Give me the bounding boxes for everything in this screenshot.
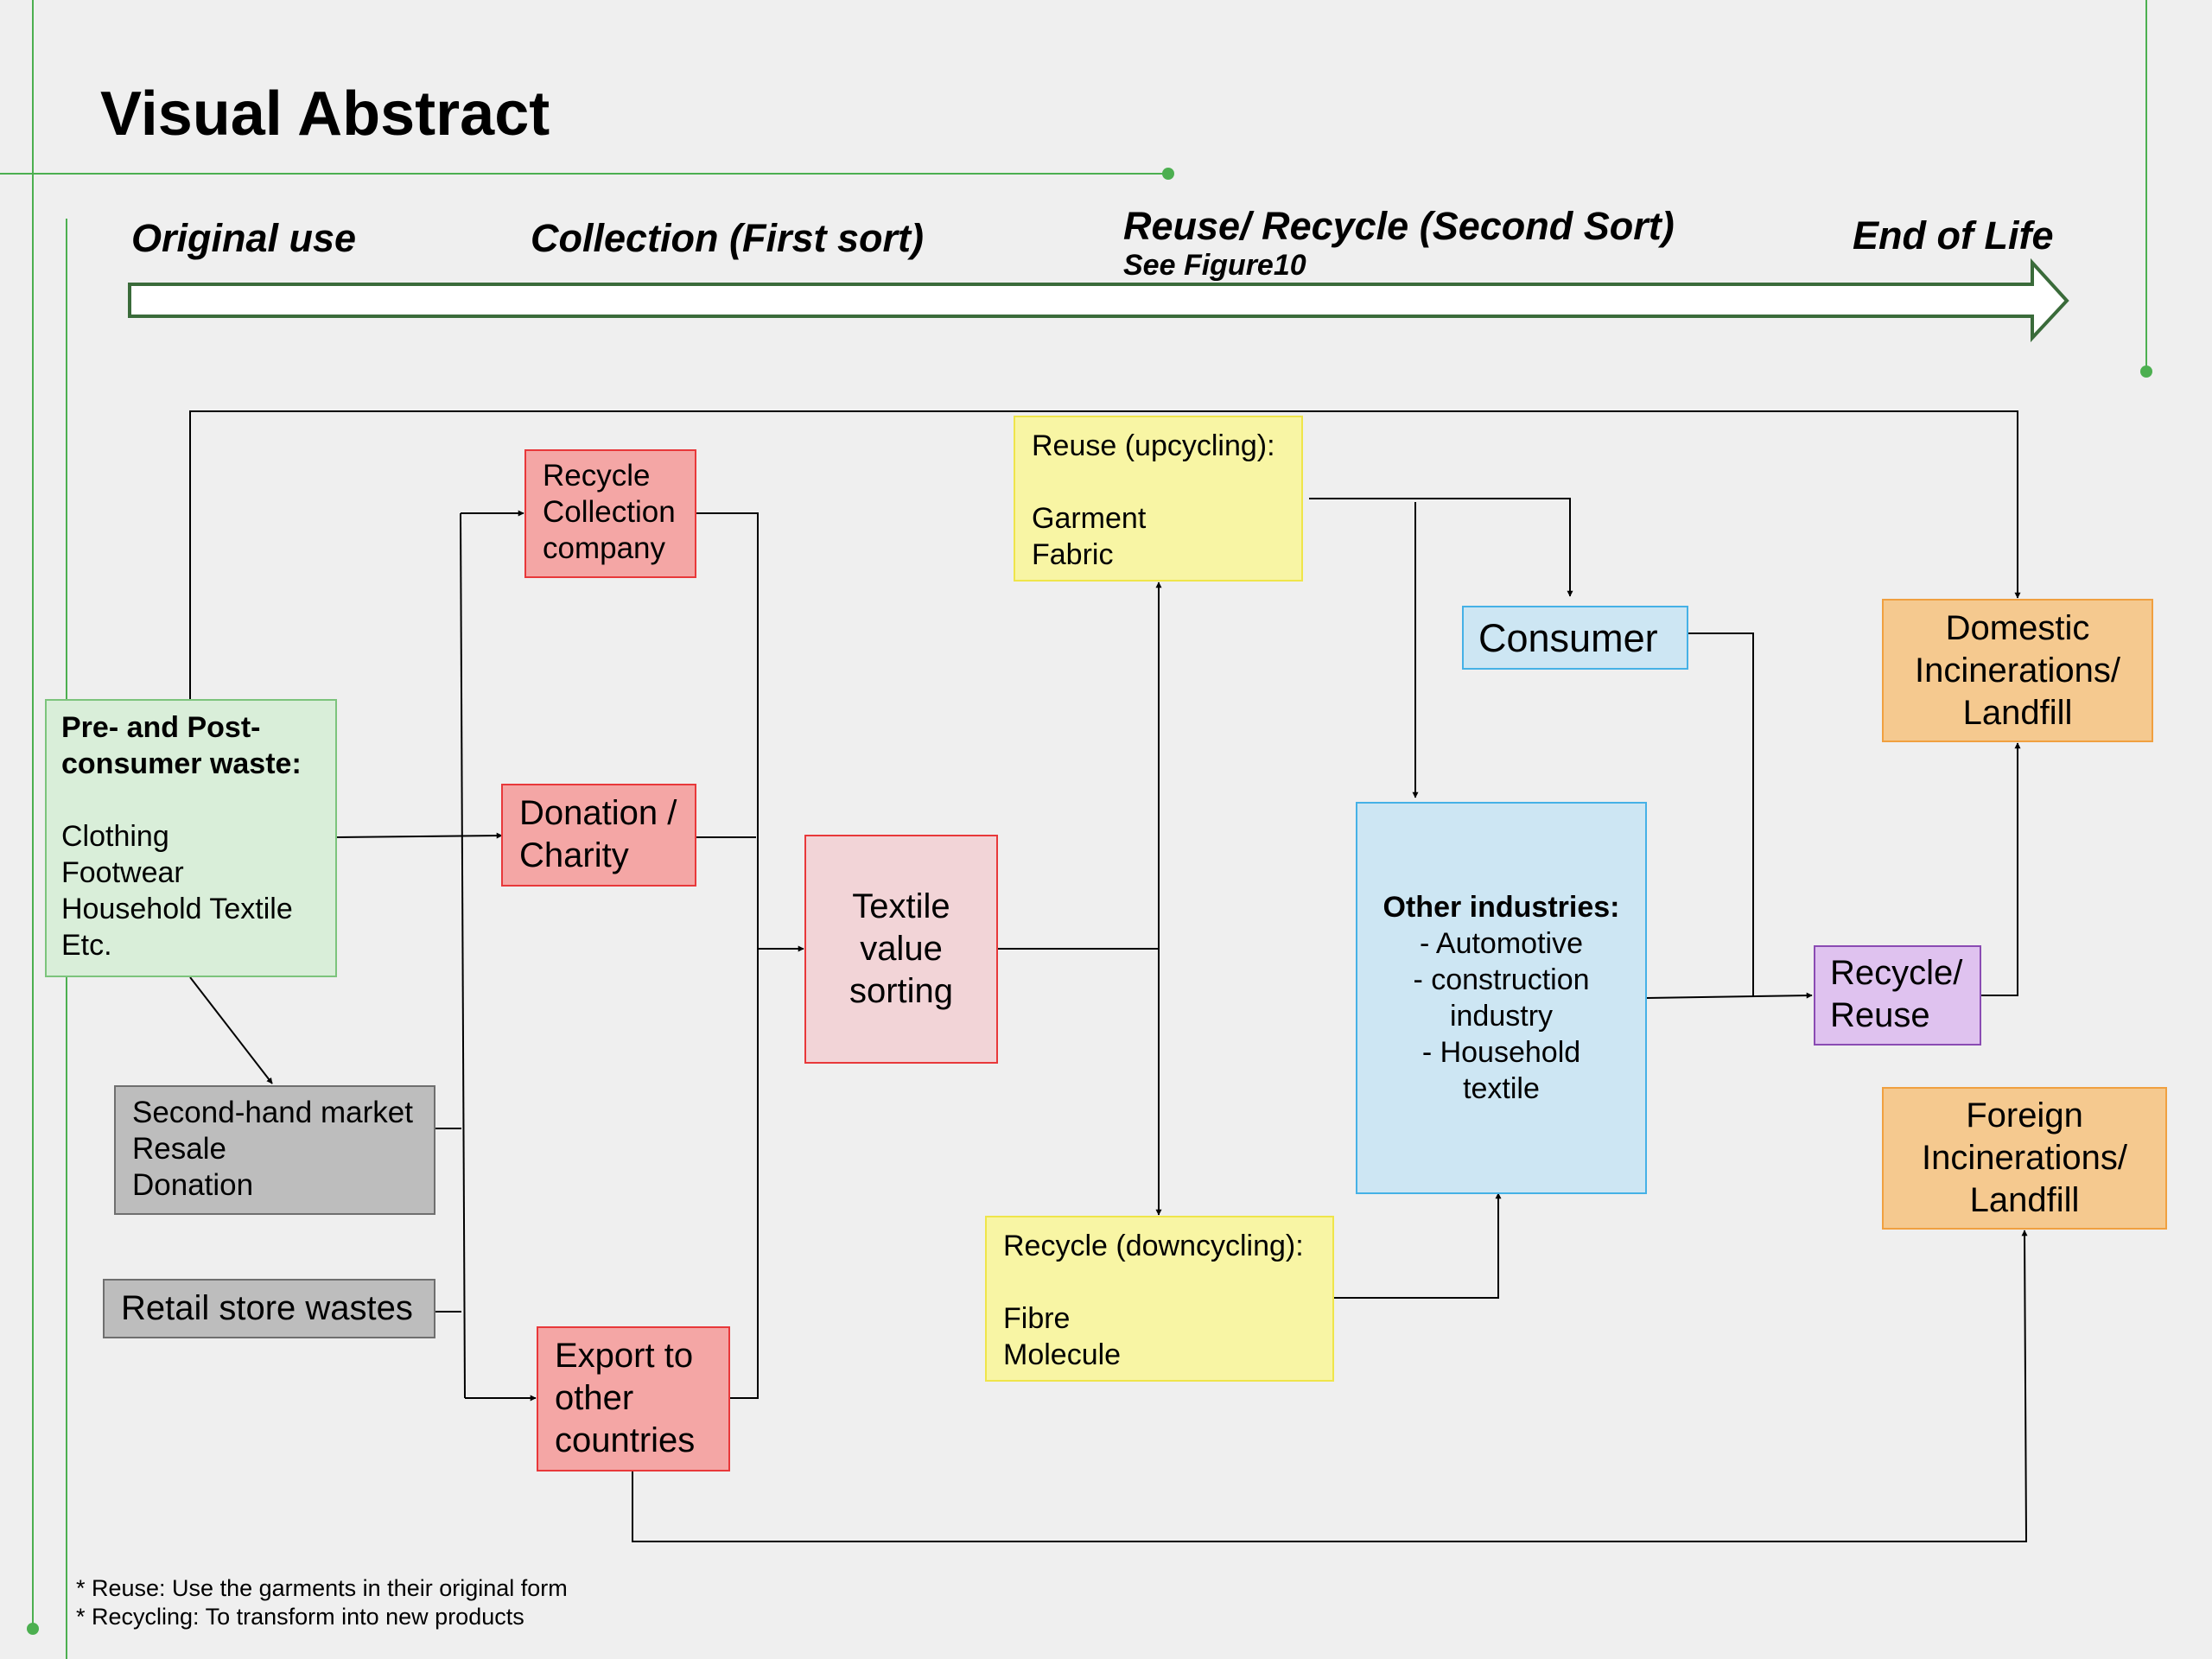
foreign-line-1: Foreign bbox=[1966, 1096, 2083, 1135]
domestic-line-2: Incinerations/ bbox=[1915, 651, 2120, 690]
industries-line-2: - construction bbox=[1413, 963, 1590, 996]
node-recycle-collection-company: Recycle Collection company bbox=[524, 449, 696, 578]
industries-line-1: - Automotive bbox=[1420, 927, 1583, 960]
node-domestic-incinerations-landfill: Domestic Incinerations/ Landfill bbox=[1882, 599, 2153, 742]
node-retail-store-wastes: Retail store wastes bbox=[103, 1279, 435, 1338]
second-hand-line-2: Resale bbox=[132, 1132, 226, 1166]
node-recycle-reuse: Recycle/ Reuse bbox=[1814, 945, 1981, 1046]
upcycling-item-garment: Garment bbox=[1032, 502, 1147, 535]
waste-heading-line-1: Pre- and Post- bbox=[61, 711, 261, 744]
consumer-label: Consumer bbox=[1478, 616, 1658, 660]
downcycling-item-molecule: Molecule bbox=[1003, 1338, 1122, 1371]
connector-waste-to-second-hand bbox=[189, 976, 273, 1084]
sorting-line-1: Textile bbox=[852, 887, 950, 925]
connector-recycle-collection-out bbox=[696, 512, 759, 1399]
foreign-line-2: Incinerations/ bbox=[1922, 1139, 2127, 1177]
export-line-1: Export to bbox=[555, 1337, 694, 1375]
node-export-other-countries: Export to other countries bbox=[537, 1326, 730, 1471]
connector-export-to-foreign bbox=[632, 1230, 2028, 1542]
waste-item-household-textile: Household Textile bbox=[61, 893, 293, 925]
stage-end-of-life: End of Life bbox=[1853, 213, 2054, 257]
decorative-dots bbox=[27, 168, 2152, 1635]
node-recycle-downcycling: Recycle (downcycling): Fibre Molecule bbox=[985, 1216, 1334, 1382]
sorting-line-3: sorting bbox=[849, 972, 954, 1010]
downcycling-item-fibre: Fibre bbox=[1003, 1302, 1071, 1335]
connector-downcycling-to-industries bbox=[1334, 1192, 1502, 1299]
node-foreign-incinerations-landfill: Foreign Incinerations/ Landfill bbox=[1882, 1087, 2167, 1230]
export-line-2: other bbox=[555, 1379, 634, 1417]
industries-line-4: - Household bbox=[1421, 1036, 1581, 1069]
stage-original-use: Original use bbox=[131, 216, 357, 260]
node-reuse-upcycling: Reuse (upcycling): Garment Fabric bbox=[1014, 416, 1303, 582]
footnotes: * Reuse: Use the garments in their origi… bbox=[76, 1574, 568, 1631]
recycle-reuse-line-1: Recycle/ bbox=[1830, 954, 1963, 992]
stage-collection: Collection (First sort) bbox=[531, 216, 925, 260]
upcycling-heading: Reuse (upcycling): bbox=[1032, 429, 1275, 462]
connector-consumer-out bbox=[1688, 632, 1754, 996]
node-donation-charity: Donation / Charity bbox=[501, 784, 696, 887]
export-line-3: countries bbox=[555, 1421, 696, 1459]
retail-label: Retail store wastes bbox=[121, 1289, 413, 1327]
sorting-line-2: value bbox=[860, 930, 943, 968]
recycle-collection-line-2: Collection bbox=[543, 495, 676, 529]
footnote-recycling: * Recycling: To transform into new produ… bbox=[76, 1604, 524, 1630]
node-other-industries: Other industries: - Automotive - constru… bbox=[1356, 802, 1647, 1194]
recycle-collection-line-1: Recycle bbox=[543, 459, 651, 493]
second-hand-line-1: Second-hand market bbox=[132, 1096, 413, 1129]
second-hand-line-3: Donation bbox=[132, 1168, 254, 1202]
connector-waste-to-donation bbox=[336, 832, 503, 839]
upcycling-item-fabric: Fabric bbox=[1032, 538, 1114, 571]
waste-item-clothing: Clothing bbox=[61, 820, 169, 853]
connector-recycle-reuse-to-domestic bbox=[1981, 742, 2021, 996]
domestic-line-3: Landfill bbox=[1962, 693, 2073, 732]
domestic-line-1: Domestic bbox=[1945, 608, 2090, 647]
footnote-reuse: * Reuse: Use the garments in their origi… bbox=[76, 1575, 568, 1601]
waste-item-etc: Etc. bbox=[61, 929, 112, 962]
page-title: Visual Abstract bbox=[100, 79, 550, 149]
industries-line-5: textile bbox=[1463, 1072, 1540, 1105]
recycle-collection-line-3: company bbox=[543, 531, 666, 565]
recycle-reuse-line-2: Reuse bbox=[1830, 996, 1930, 1034]
donation-line-2: Charity bbox=[519, 836, 629, 874]
node-textile-value-sorting: Textile value sorting bbox=[804, 835, 998, 1064]
connector-industries-to-recycle-reuse bbox=[1646, 992, 1813, 999]
foreign-line-3: Landfill bbox=[1969, 1181, 2080, 1219]
node-consumer: Consumer bbox=[1462, 606, 1688, 670]
connector-upcycling-to-consumer bbox=[1309, 498, 1573, 597]
node-consumer-waste: Pre- and Post- consumer waste: Clothing … bbox=[45, 699, 337, 977]
node-second-hand-market: Second-hand market Resale Donation bbox=[114, 1085, 435, 1215]
connector-waste-to-domestic bbox=[189, 410, 2021, 700]
industries-line-3: industry bbox=[1449, 1000, 1554, 1033]
stage-reuse-recycle: Reuse/ Recycle (Second Sort) bbox=[1123, 204, 1675, 248]
donation-line-1: Donation / bbox=[519, 794, 677, 832]
stage-reuse-recycle-note: See Figure10 bbox=[1123, 249, 1306, 282]
industries-heading: Other industries: bbox=[1382, 891, 1620, 924]
downcycling-heading: Recycle (downcycling): bbox=[1003, 1230, 1304, 1262]
waste-heading-line-2: consumer waste: bbox=[61, 747, 302, 780]
distributor-line bbox=[460, 512, 466, 1399]
waste-item-footwear: Footwear bbox=[61, 856, 184, 889]
timeline-arrow bbox=[128, 257, 2069, 343]
